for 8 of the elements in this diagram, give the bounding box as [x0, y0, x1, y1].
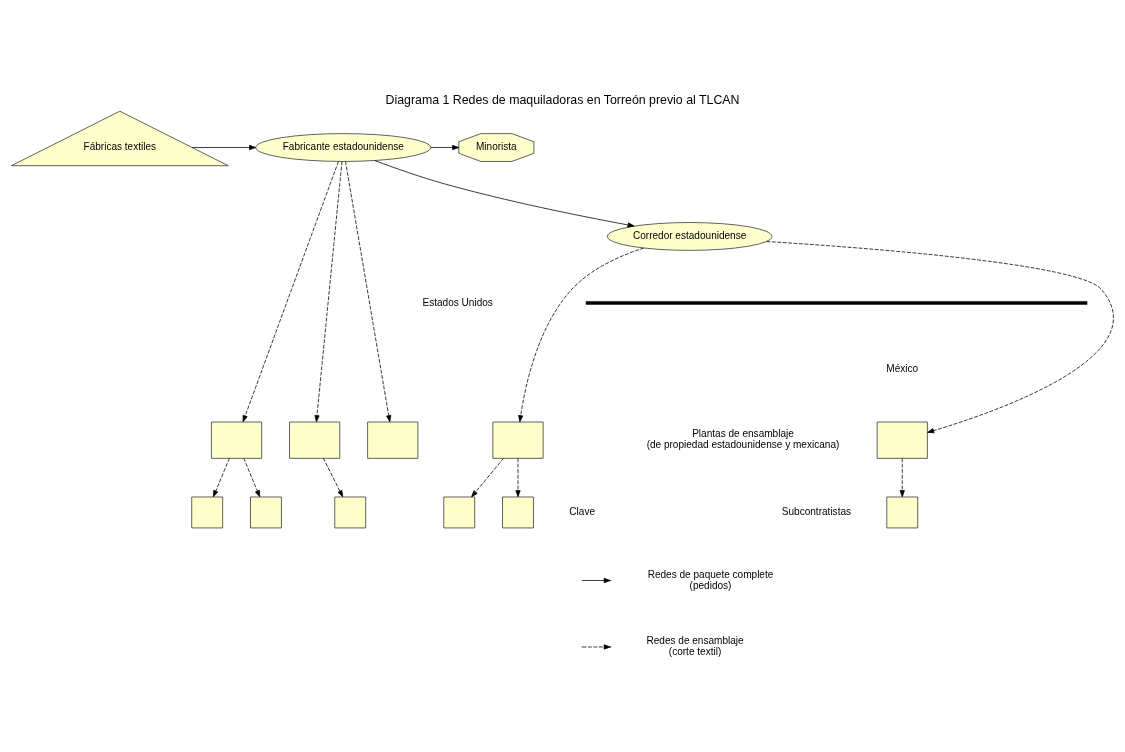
legend-label: Redes de ensamblaje (corte textil) [646, 635, 744, 658]
diagram-title: Diagrama 1 Redes de maquiladoras en Torreón previo al TLCAN [385, 93, 740, 108]
label: Plantas de ensamblaje (de propiedad estadounidense y mexicana) [646, 428, 840, 451]
legend-label: Redes de paquete complete (pedidos) [647, 568, 774, 591]
label: México [886, 363, 919, 375]
label: Clave [569, 506, 596, 518]
label: Subcontratistas [781, 506, 852, 518]
label: Estados Unidos [422, 296, 493, 308]
